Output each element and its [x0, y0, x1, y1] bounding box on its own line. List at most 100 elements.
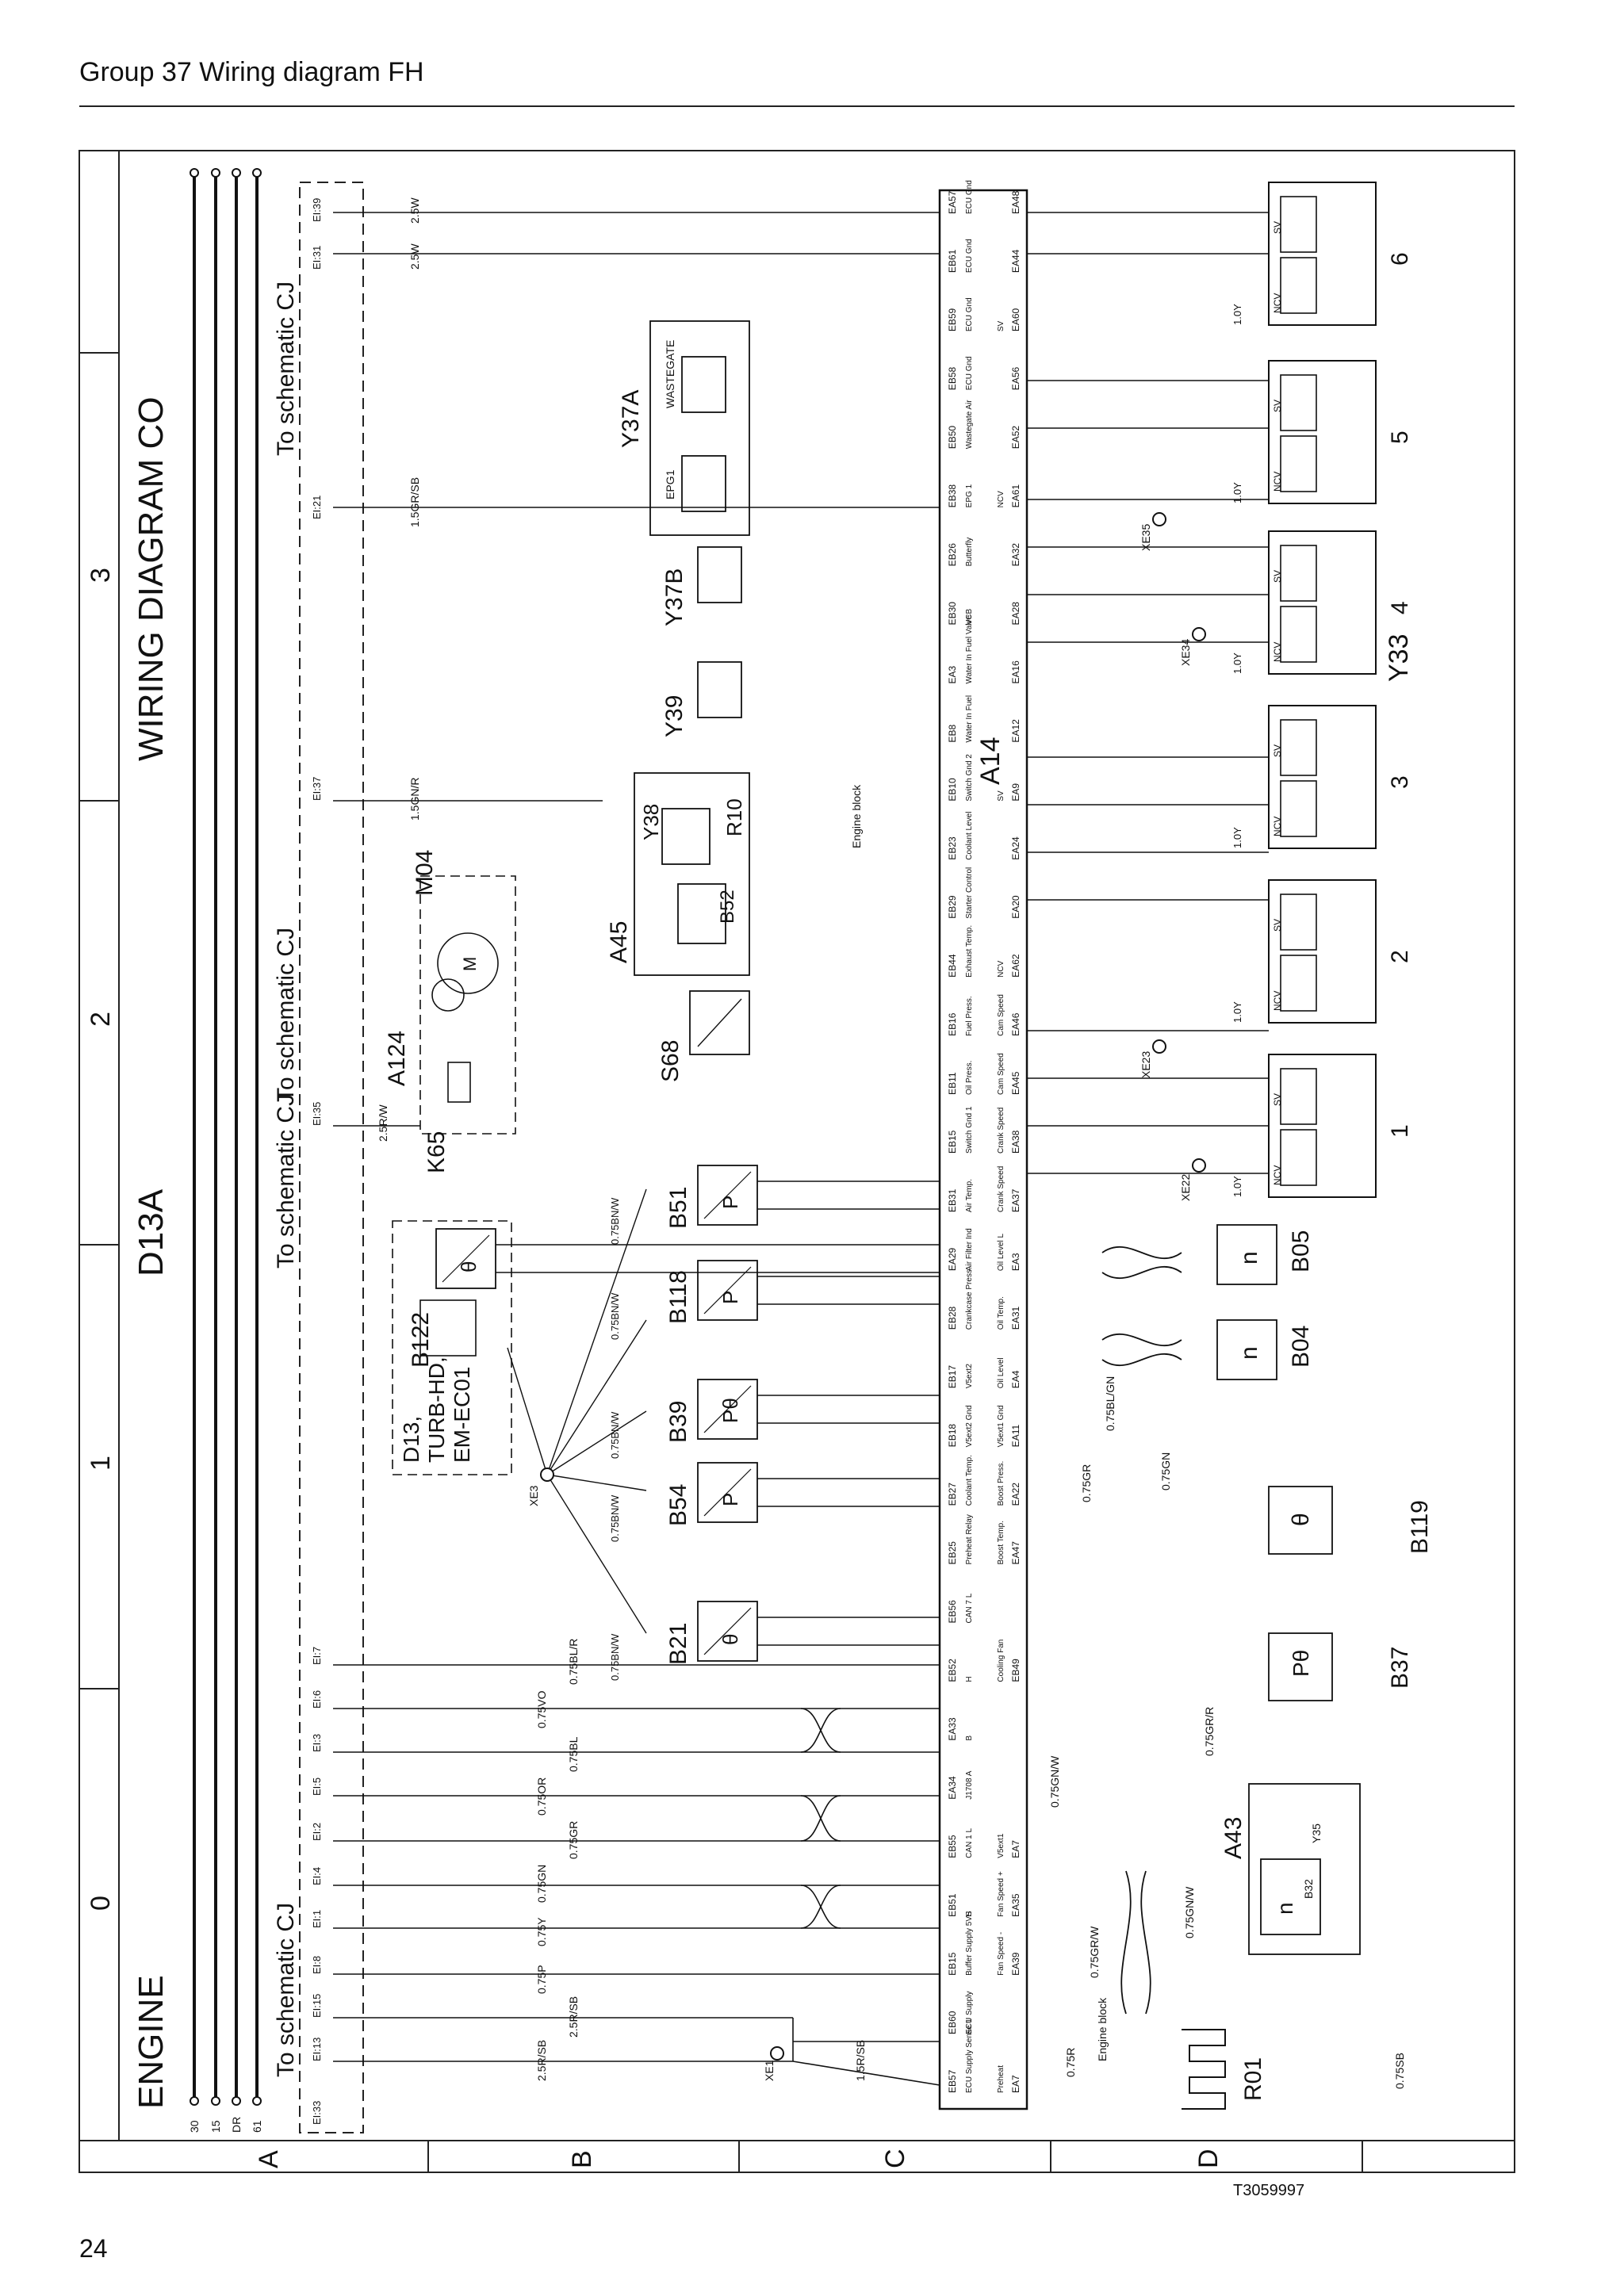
- water-in-fuel-unit: [634, 772, 750, 976]
- ecu-pin-label: EB31: [947, 1188, 958, 1212]
- wire-label: 0.75P: [535, 1965, 548, 1994]
- ecu-pin-label: EA37: [1010, 1188, 1021, 1212]
- splices-injectors: [1152, 512, 1206, 1173]
- splice-xe1: XE1: [763, 2046, 784, 2081]
- ecu-pin-label: EB57: [947, 2069, 958, 2093]
- oil-and-boost-sensors: [1268, 1486, 1333, 1701]
- splice-label: XE34: [1179, 639, 1192, 666]
- component-b32: B32: [1302, 1879, 1315, 1899]
- supply-line-15: 15: [209, 2120, 222, 2133]
- sensor-s68: S68: [657, 990, 750, 1082]
- fan-sensor-n: n: [1273, 1902, 1297, 1915]
- ecu-pin-label: EA28: [1010, 602, 1021, 626]
- ecu-pin-desc: Switch Gnd 1: [965, 1106, 974, 1154]
- splice-label: XE3: [527, 1485, 540, 1506]
- ecu-pin-desc: ECU Supply Sense 1: [965, 2019, 974, 2093]
- sv-label: SV: [1272, 1093, 1283, 1106]
- ecu-pin-label: EB59: [947, 308, 958, 331]
- ecu-pin-desc: Oil Level: [997, 1357, 1005, 1388]
- component-b37: B37: [1387, 1647, 1413, 1689]
- page-header-title: Group 37 Wiring diagram FH: [79, 57, 424, 87]
- wire-label: 1.0Y: [1231, 827, 1243, 848]
- row-label-d: D: [1193, 2149, 1224, 2168]
- el-pin: EI:8: [311, 1956, 323, 1974]
- wire-label: 0.75SB: [1393, 2053, 1406, 2089]
- ecu-pin-desc: Switch Gnd 2: [965, 754, 974, 802]
- ecu-pin-label: EB18: [947, 1424, 958, 1448]
- ecu-pin-desc: H: [965, 1911, 974, 1917]
- ecu-pin-desc: ECU Gnd: [965, 180, 974, 214]
- splice-xe3: XE3: [507, 1188, 647, 1634]
- schematic-ref-1: To schematic CJ: [273, 1903, 299, 2077]
- wire-label: 2.5W: [408, 243, 421, 270]
- engine-title: D13A: [132, 1188, 170, 1276]
- ncv-label: NCV: [1272, 293, 1283, 313]
- ecu-pin-desc: Butterfly: [965, 538, 974, 567]
- ecu-pin-desc: V5ext2 Gnd: [965, 1406, 974, 1448]
- ecu-pin-label: EA56: [1010, 367, 1021, 391]
- ecu-pin-desc: Coolant Level: [965, 812, 974, 860]
- schematic-ref-4: To schematic CJ: [273, 281, 299, 456]
- ecu-pin-desc: CAN 1 L: [965, 1828, 974, 1858]
- splice-label: XE35: [1139, 524, 1152, 551]
- injector-number: 1: [1387, 1124, 1413, 1138]
- wire-label: 0.75BN/W: [609, 1292, 621, 1340]
- connector-cj-boxes: [299, 182, 364, 2133]
- drawing-number: T3059997: [1233, 2182, 1305, 2199]
- ecu-pin-desc: NCV: [997, 491, 1005, 507]
- ecu-pin-label: EA20: [1010, 895, 1021, 919]
- wire-label: 1.0Y: [1231, 482, 1243, 503]
- ecu-pin-desc: EPG 1: [965, 484, 974, 507]
- sensor-symbol: Pθ: [1289, 1650, 1313, 1677]
- ecu-pin-label: EB30: [947, 602, 958, 626]
- ecu-pin-label: EA22: [1010, 1483, 1021, 1506]
- injector-number: 2: [1387, 950, 1413, 963]
- ecu-pin-label: EB51: [947, 1893, 958, 1917]
- wire-label: 1.5R/SB: [854, 2040, 867, 2081]
- sensor-symbol: θ: [457, 1261, 481, 1272]
- ecu-pin-desc: Crank Speed: [997, 1166, 1005, 1212]
- component-y39: Y39: [661, 695, 688, 737]
- ecu-pin-desc: Coolant Temp.: [965, 1455, 974, 1506]
- ecu-pin-desc: SV: [997, 320, 1005, 331]
- wire-label: 0.75GN: [535, 1865, 548, 1903]
- ecu-pin-label: EA39: [1010, 1952, 1021, 1976]
- ecu-pin-label: EA60: [1010, 308, 1021, 331]
- twisted-pair-can1: [800, 1708, 841, 1929]
- ecu-pin-desc: Wastegate Air: [965, 400, 974, 450]
- supply-line-30: 30: [188, 2120, 201, 2133]
- preheater-r01: [1182, 2029, 1226, 2110]
- row-label-c: C: [880, 2149, 910, 2168]
- column-label-2: 2: [86, 1012, 116, 1027]
- ecu-pin-label: EB8: [947, 725, 958, 743]
- speed-sensors: [1101, 1224, 1277, 1380]
- wire-label: 0.75BN/W: [609, 1633, 621, 1681]
- ecu-pin-label: EA62: [1010, 954, 1021, 978]
- ncv-label: NCV: [1272, 642, 1283, 662]
- injector-number: 5: [1387, 430, 1413, 444]
- sensor-id: B54: [665, 1484, 691, 1526]
- ecu-pin-desc: Buffer Supply 5VS: [965, 1911, 974, 1976]
- ecu-pin-label: EB61: [947, 249, 958, 273]
- ecu-pin-desc: ECU Supply: [965, 1991, 974, 2034]
- injector-number: 3: [1387, 775, 1413, 789]
- injector-number: 6: [1387, 252, 1413, 266]
- ecu-pin-label: EA38: [1010, 1130, 1021, 1154]
- ecu-pin-desc: V5ext1 Gnd: [997, 1406, 1005, 1448]
- ecu-pin-desc: Preheat Relay: [965, 1514, 974, 1564]
- ecu-pin-desc: V5ext2: [965, 1364, 974, 1389]
- wire-label: 0.75BL/R: [567, 1639, 580, 1685]
- sv-label: SV: [1272, 570, 1283, 583]
- wire-labels-misc: 1.5R/SB 0.75R 0.75GR/W 0.75GN/W 0.75GR/R…: [854, 1376, 1406, 2089]
- wire-label: 2.5R/W: [377, 1104, 389, 1142]
- ecu-pin-label: EB28: [947, 1307, 958, 1330]
- ecu-pin-desc: Air Filter Ind: [965, 1228, 974, 1271]
- splice-label: XE23: [1139, 1051, 1152, 1078]
- fan-control-a43: [1120, 1783, 1361, 2015]
